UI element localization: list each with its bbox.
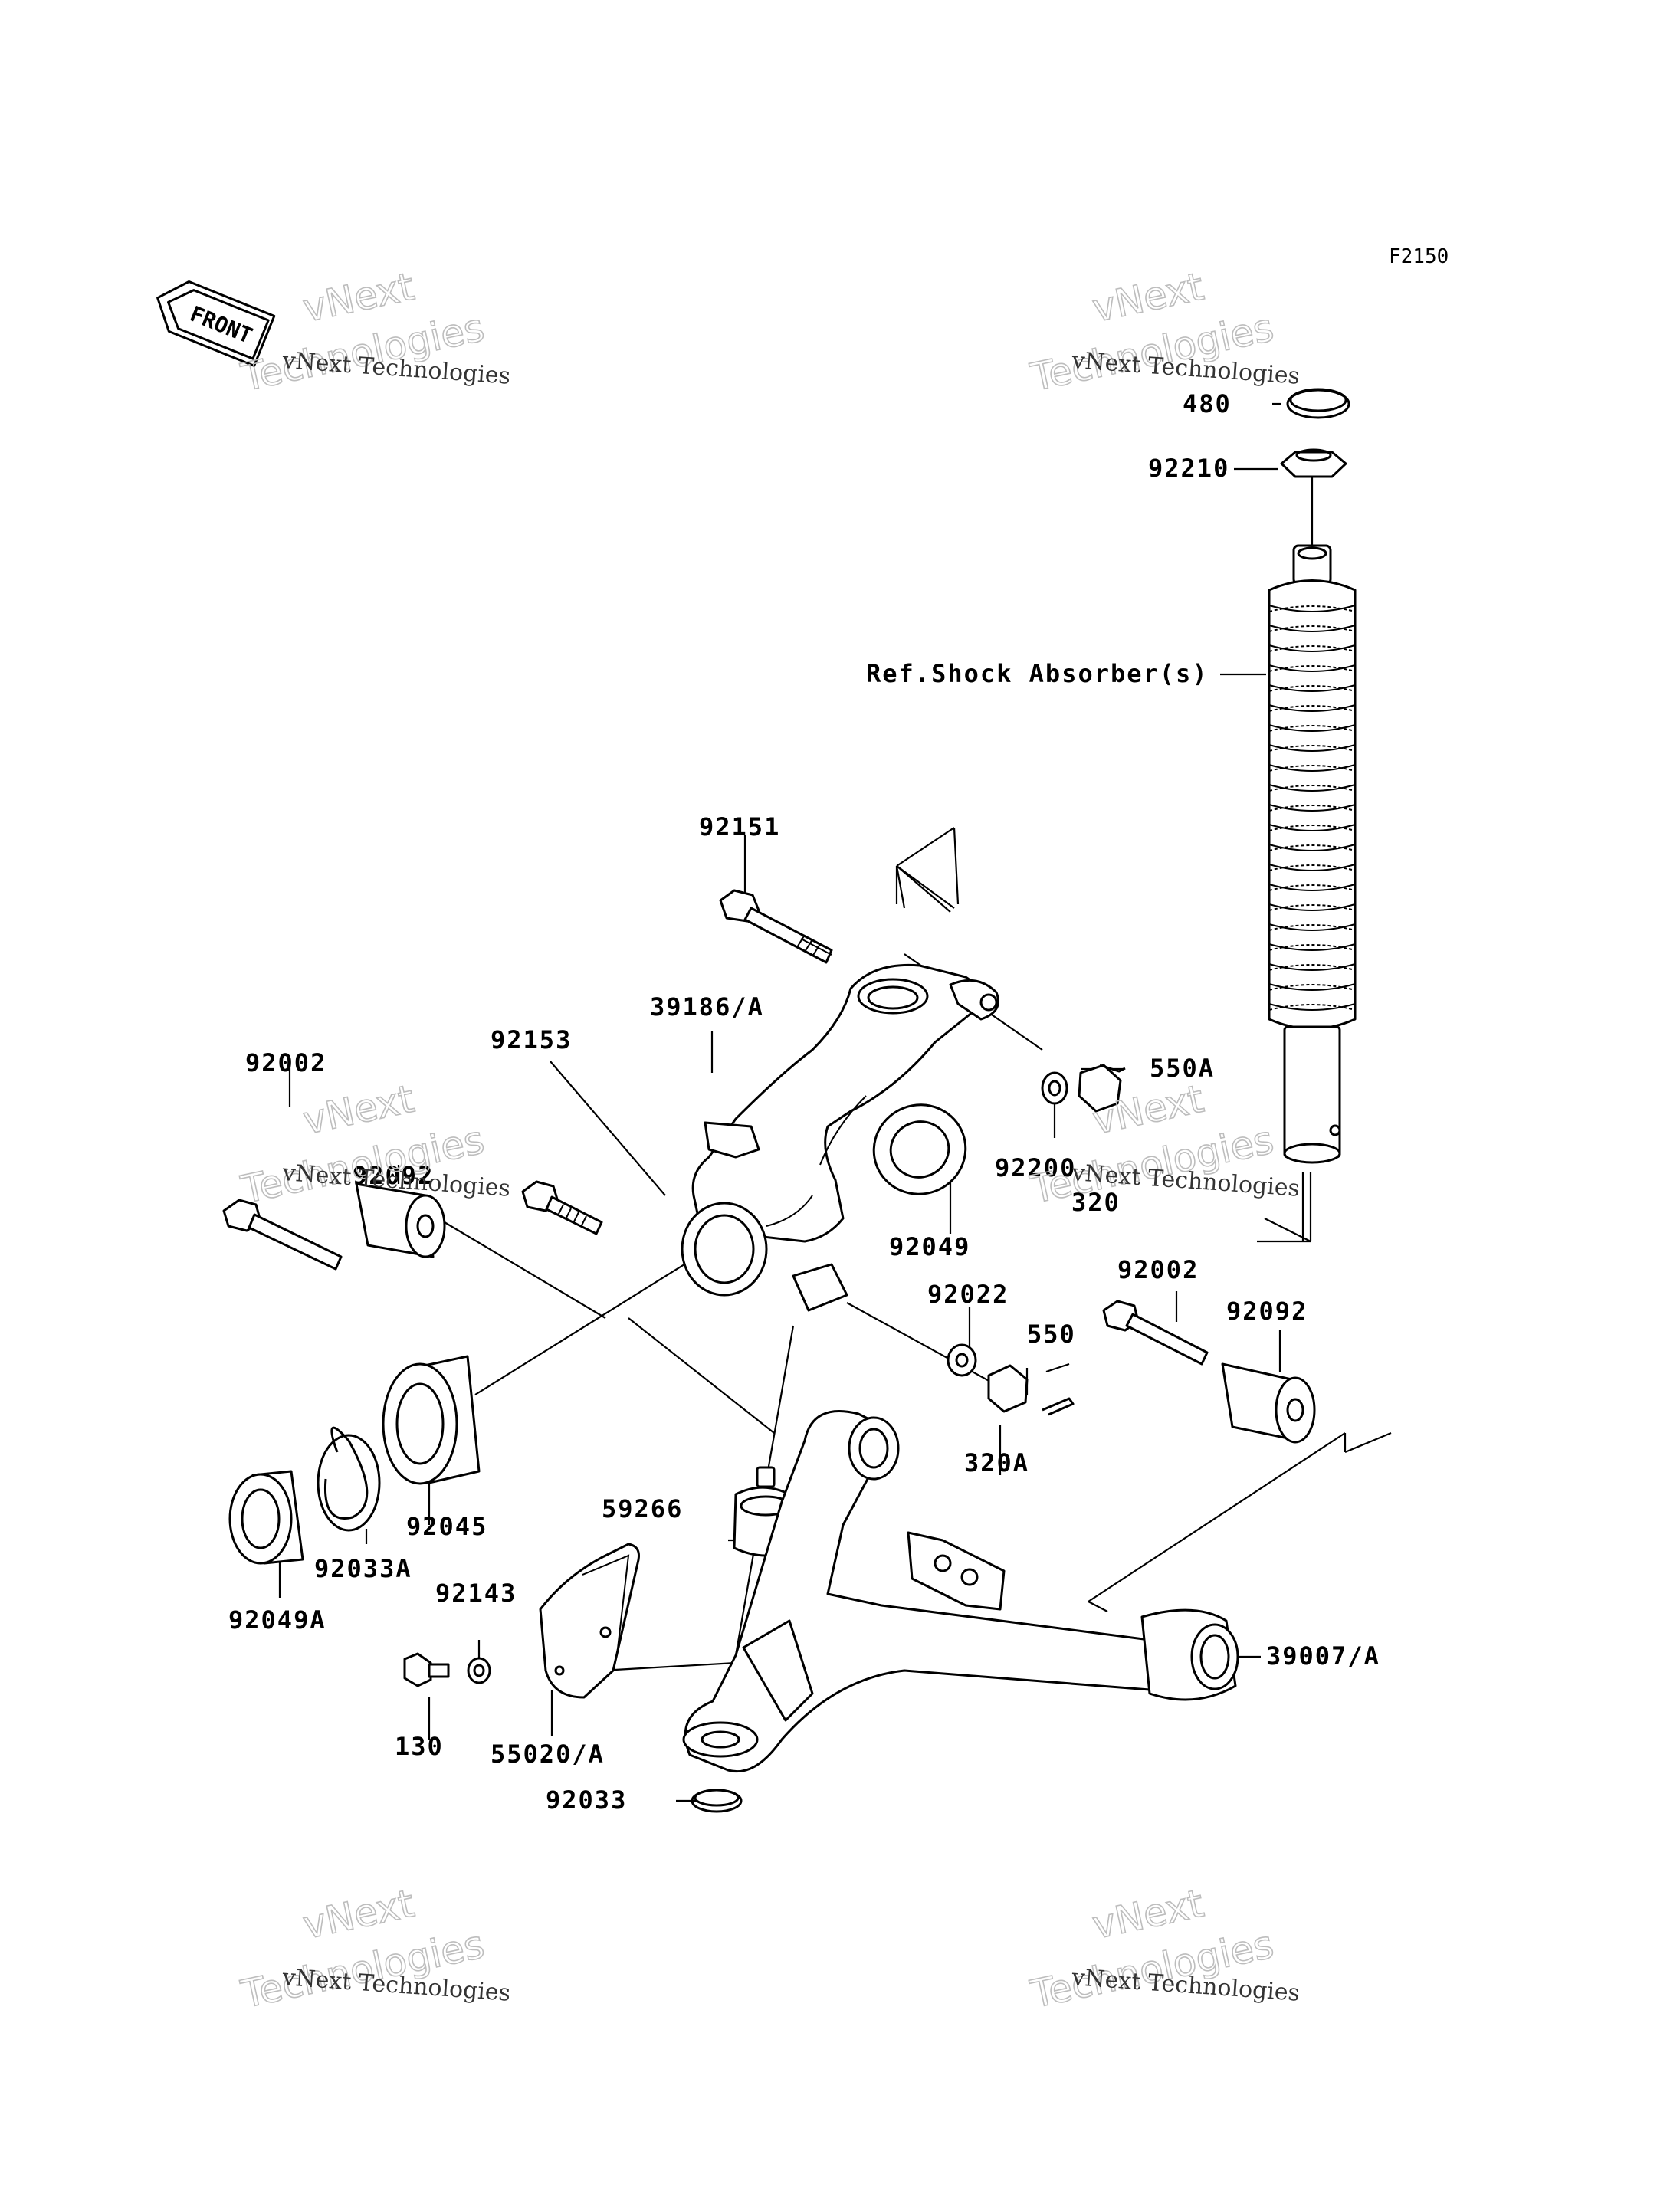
label-550: 550: [1027, 1320, 1076, 1349]
label-59266: 59266: [602, 1494, 683, 1523]
label-92143: 92143: [435, 1579, 517, 1608]
label-92022: 92022: [927, 1280, 1009, 1309]
label-130: 130: [395, 1732, 444, 1761]
seal-92049A: [228, 1470, 304, 1565]
cotter-pin-550: [1042, 1397, 1075, 1416]
bolt-92153: [521, 1180, 603, 1235]
circlip-92033: [691, 1789, 743, 1813]
label-shock-absorber-ref: Ref.Shock Absorber(s): [866, 659, 1209, 688]
watermark: vNext Technologies vNext Technologies: [237, 1881, 512, 2018]
watermark: vNext Technologies vNext Technologies: [1026, 264, 1301, 401]
label-92049A: 92049A: [228, 1605, 326, 1635]
bolt-130: [403, 1652, 450, 1687]
svg-text:vNext: vNext: [299, 264, 418, 331]
label-320: 320: [1071, 1188, 1121, 1217]
bearing-92045: [382, 1355, 481, 1485]
shock-absorber: [1268, 544, 1357, 1164]
svg-text:vNext: vNext: [1088, 1881, 1207, 1948]
bearing-92049: [872, 1103, 967, 1195]
nut-320A: [987, 1364, 1029, 1413]
watermark: vNext Technologies vNext Technologies: [237, 264, 512, 401]
watermark: vNext Technologies vNext Technologies: [1026, 1076, 1301, 1213]
label-320A: 320A: [964, 1448, 1029, 1477]
label-39007A: 39007/A: [1266, 1641, 1380, 1671]
knuckle-39186A: [681, 963, 999, 1312]
label-92153: 92153: [491, 1025, 572, 1054]
label-92200: 92200: [995, 1153, 1076, 1182]
bushing-92092-left: [355, 1182, 446, 1258]
label-92033: 92033: [546, 1785, 627, 1815]
a-arm-39007A: [682, 1410, 1239, 1773]
label-92002-left: 92002: [245, 1048, 326, 1077]
bushing-92092-right: [1221, 1362, 1316, 1444]
watermark: vNext Technologies vNext Technologies: [1026, 1881, 1301, 2018]
washer-92200: [1041, 1071, 1068, 1105]
bolt-92002-right: [1102, 1300, 1209, 1366]
label-550A: 550A: [1150, 1054, 1215, 1083]
svg-text:vNext: vNext: [299, 1881, 418, 1948]
label-480: 480: [1183, 389, 1232, 418]
label-92151: 92151: [699, 812, 780, 841]
label-39186A: 39186/A: [650, 992, 764, 1021]
label-92210: 92210: [1148, 454, 1229, 483]
bolt-92151: [719, 889, 833, 964]
nut-92210: [1280, 448, 1347, 478]
collar-92143: [467, 1657, 491, 1684]
washer-92022: [947, 1343, 977, 1377]
nut-320: [1078, 1064, 1122, 1113]
cotter-pin-550A: [1099, 1064, 1126, 1073]
svg-text:vNext: vNext: [1088, 264, 1207, 331]
label-92049: 92049: [889, 1232, 970, 1261]
bolt-92002-left: [222, 1199, 343, 1271]
label-92092-right: 92092: [1226, 1297, 1308, 1326]
assembly-guides: [896, 865, 1304, 1241]
label-92045: 92045: [406, 1512, 487, 1541]
front-arrow-icon: FRONT: [156, 280, 276, 367]
part-labels: 480 92210 Ref.Shock Absorber(s) 92151 39…: [228, 389, 1380, 1815]
guard-55020A: [539, 1543, 640, 1699]
label-92002-right: 92002: [1117, 1255, 1199, 1284]
svg-text:vNext: vNext: [299, 1077, 418, 1143]
label-92092-left: 92092: [353, 1161, 434, 1190]
diagram-code: F2150: [1389, 245, 1449, 268]
circlip-480: [1286, 388, 1350, 419]
circlip-92033A: [317, 1426, 381, 1532]
label-55020A: 55020/A: [491, 1740, 605, 1769]
label-92033A: 92033A: [314, 1554, 412, 1583]
watermark: vNext Technologies vNext Technologies: [237, 1076, 512, 1213]
